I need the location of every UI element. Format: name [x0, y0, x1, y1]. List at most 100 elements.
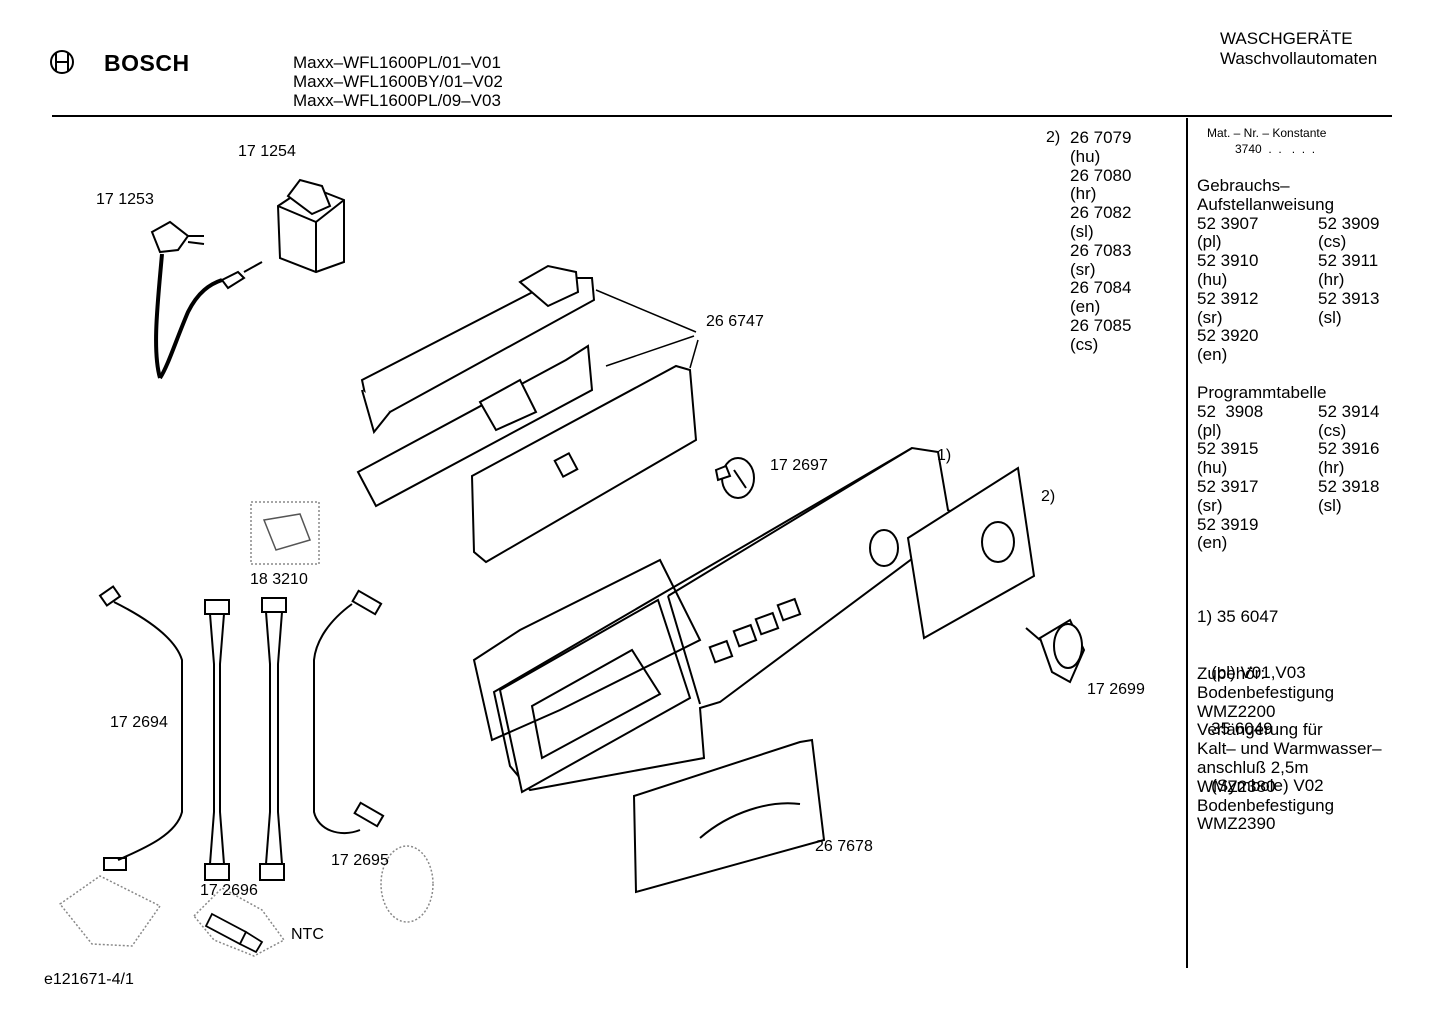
model-list: Maxx–WFL1600PL/01–V01 Maxx–WFL1600BY/01–…: [293, 53, 503, 110]
pump-and-ntc-drawing: [58, 845, 434, 957]
accessory-line: WMZ2380: [1197, 776, 1276, 796]
manual-cell: (pl): [1197, 232, 1222, 252]
ntc-sensor-icon: [204, 912, 264, 954]
manual-cell: 52 3920: [1197, 326, 1259, 346]
variant-line: (hr): [1070, 184, 1097, 204]
program-row: (pl) (cs): [1197, 420, 1379, 441]
accessory-line: WMZ2200: [1197, 701, 1276, 721]
program-cell: (sl): [1318, 495, 1342, 515]
variant-line: 26 7085: [1070, 315, 1132, 335]
variant-line: 26 7080: [1070, 165, 1132, 185]
program-cell: (sr): [1197, 495, 1223, 515]
program-cell: 52 3908: [1197, 401, 1264, 421]
manual-cell: 52 3913: [1318, 288, 1380, 308]
variant-line: 26 7079: [1070, 128, 1132, 147]
variant-line: 26 7084: [1070, 278, 1132, 298]
document-id: e121671-4/1: [44, 971, 134, 988]
symbol-panel-drawing: [906, 466, 1036, 640]
manual-title-line: Gebrauchs–: [1197, 176, 1290, 195]
manual-row: 52 3912 52 3913: [1197, 288, 1380, 309]
program-cell: 52 3915: [1197, 439, 1259, 459]
part-label-172697: 17 2697: [770, 457, 828, 474]
accessory-line: Bodenbefestigung: [1197, 795, 1335, 815]
control-module-frame-drawing: [356, 264, 698, 564]
manual-cell: 52 3911: [1318, 251, 1379, 271]
variant-line: 26 7083: [1070, 240, 1132, 260]
accessory-line: Kalt– und Warmwasser–: [1197, 739, 1382, 759]
part-label-171253: 17 1253: [96, 191, 154, 208]
accessory-line: Zubehör:: [1197, 664, 1266, 683]
manual-cell: 52 3910: [1197, 251, 1259, 271]
program-cell: 52 3916: [1318, 439, 1380, 459]
manual-cell: (cs): [1318, 232, 1347, 252]
category-title: WASCHGERÄTE: [1220, 29, 1353, 48]
category-block: WASCHGERÄTE Waschvollautomaten: [1220, 29, 1377, 69]
part-label-267678: 26 7678: [815, 838, 873, 855]
program-cell: (en): [1197, 533, 1228, 553]
program-cell: (pl): [1197, 420, 1222, 440]
model-variant-1: Maxx–WFL1600PL/01–V01: [293, 53, 501, 72]
program-cell: (cs): [1318, 420, 1347, 440]
manual-row: (en): [1197, 345, 1379, 365]
interference-filter-drawing: [276, 178, 345, 274]
accessory-line: Bodenbefestigung: [1197, 682, 1335, 702]
program-row: 52 3919: [1197, 514, 1379, 535]
manual-cell: (hu): [1197, 269, 1228, 289]
variant-list: 26 7079 (hu) 26 7080 (hr) 26 7082 (sl) 2…: [1070, 128, 1132, 355]
program-cell: (hu): [1197, 458, 1228, 478]
variant-line: 26 7082: [1070, 203, 1132, 223]
program-row: (sr) (sl): [1197, 495, 1379, 516]
program-row: (en): [1197, 534, 1379, 553]
part-label-172694: 17 2694: [110, 714, 168, 731]
program-cell: 52 3918: [1318, 476, 1380, 496]
manual-title-line: Aufstellanweisung: [1197, 194, 1335, 214]
manual-row: 52 3907 52 3909: [1197, 213, 1380, 234]
program-cell: 52 3919: [1197, 514, 1259, 534]
manual-cell: (hr): [1318, 269, 1345, 289]
program-cell: 52 3917: [1197, 476, 1259, 496]
accessories-section: Zubehör: Bodenbefestigung WMZ2200 Verlän…: [1197, 664, 1382, 834]
part-label-171254: 17 1254: [238, 143, 296, 160]
power-cord-drawing: [150, 220, 263, 380]
part-label-266747: 26 6747: [706, 313, 764, 330]
mat-number-label: Mat. – Nr. – Konstante: [1207, 126, 1327, 140]
note-line: (Symbole) V02: [1197, 775, 1324, 795]
manual-cell: 52 3912: [1197, 288, 1259, 308]
note-section: 1) 35 6047 (pl) V01,V03 35 6049 (Symbole…: [1197, 570, 1324, 814]
note-line: 1) 35 6047: [1197, 606, 1279, 626]
program-row: 52 3917 52 3918: [1197, 476, 1380, 497]
variant-line: (en): [1070, 297, 1101, 317]
part-label-ntc: NTC: [291, 926, 324, 943]
program-knob-drawing: [714, 457, 755, 499]
program-row: (hu)(hr): [1197, 458, 1379, 478]
part-label-172699: 17 2699: [1087, 681, 1145, 698]
bosch-logo-icon: [50, 50, 74, 74]
note-line: (pl) V01,V03: [1197, 662, 1306, 682]
variant-line: (sl): [1070, 221, 1094, 241]
accessory-line: anschluß 2,5m: [1197, 757, 1309, 777]
selector-knob-drawing: [1025, 618, 1086, 684]
program-row: 52 3915 52 3916: [1197, 440, 1379, 459]
manual-row: 52 3920: [1197, 327, 1379, 346]
part-label-172696: 17 2696: [200, 882, 258, 899]
ref-label-2: 2): [1041, 488, 1056, 505]
variant-line: (cs): [1070, 334, 1099, 354]
program-title: Programmtabelle: [1197, 383, 1327, 402]
manual-cell: 52 3907: [1197, 213, 1259, 233]
accessory-line: Verlängerung für: [1197, 720, 1323, 740]
manual-cell: 52 3909: [1318, 213, 1380, 233]
mat-number-value: 3740 . . . . .: [1235, 142, 1316, 156]
variant-line: (hu): [1070, 146, 1101, 166]
manual-cell: (en): [1197, 345, 1228, 365]
program-cell: 52 3914: [1318, 401, 1380, 421]
manual-row: (hu) (hr): [1197, 269, 1379, 290]
note-line: 35 6049: [1197, 719, 1273, 739]
cable-harness-drawing: [98, 585, 385, 881]
manual-row: 52 3910 52 3911: [1197, 251, 1379, 271]
part-label-172695: 17 2695: [331, 852, 389, 869]
variant-marker: 2): [1046, 129, 1061, 146]
model-variant-3: Maxx–WFL1600PL/09–V03: [293, 91, 501, 110]
